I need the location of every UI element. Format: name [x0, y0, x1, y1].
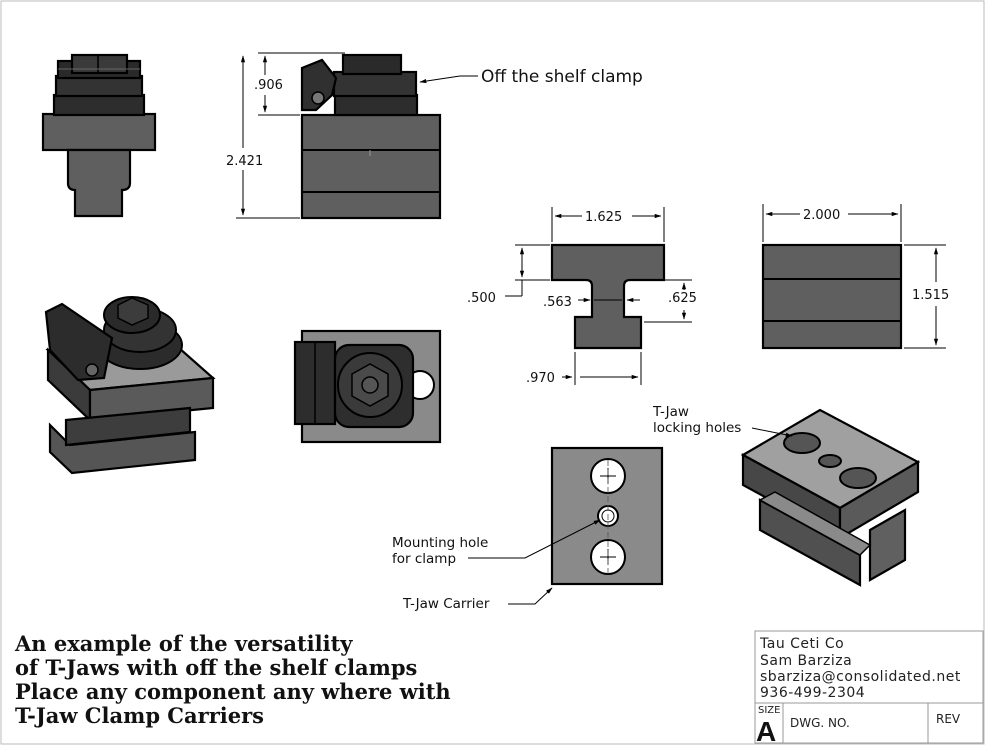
callout-mounting-line1: Mounting hole	[392, 535, 488, 551]
dimension-stem-width: .563	[543, 295, 640, 310]
dimension-overall-height: 2.421	[226, 55, 300, 219]
title-company: Tau Ceti Co	[759, 636, 844, 652]
title-name: Sam Barziza	[760, 653, 852, 669]
dimension-base-width: .970	[526, 352, 642, 386]
callout-locking-holes-line1: T-Jaw	[652, 404, 689, 420]
note-line-2: of T-Jaws with off the shelf clamps	[15, 655, 417, 680]
carrier-side-view	[761, 243, 903, 350]
dim-label-head-thickness: .500	[467, 291, 496, 306]
note-line-3: Place any component any where with	[15, 679, 451, 704]
dim-label-base-width: .970	[526, 371, 555, 386]
dim-label-stem-height: .625	[668, 291, 697, 306]
title-rev-label: REV	[936, 712, 961, 726]
dim-label-tjaw-width: 1.625	[585, 210, 622, 225]
dim-label-carrier-height: 1.515	[912, 288, 949, 303]
title-email: sbarziza@consolidated.net	[760, 669, 961, 685]
carrier-top-view	[550, 446, 664, 586]
dim-label-stem-width: .563	[543, 295, 572, 310]
dimension-clamp-height: .906	[254, 52, 345, 116]
callout-mounting-hole: Mounting hole for clamp	[392, 519, 601, 567]
callout-locking-holes: T-Jaw locking holes	[652, 404, 793, 437]
dim-label-clamp-height: .906	[254, 78, 283, 93]
title-block: Tau Ceti Co Sam Barziza sbarziza@consoli…	[754, 630, 984, 745]
note-line-1: An example of the versatility	[14, 631, 353, 656]
callout-mounting-line2: for clamp	[392, 551, 456, 567]
dimension-carrier-width: 2.000	[762, 204, 902, 242]
top-view-clamp	[293, 329, 442, 444]
tjaw-front-view	[550, 243, 666, 350]
notes-block: An example of the versatility of T-Jaws …	[14, 631, 451, 728]
dim-label-carrier-width: 2.000	[803, 208, 840, 223]
dimension-head-thickness: .500	[467, 244, 550, 306]
dimension-stem-height: .625	[644, 279, 697, 323]
isometric-view-clamp	[44, 296, 216, 475]
title-phone: 936-499-2304	[760, 685, 865, 701]
title-dwg-label: DWG. NO.	[790, 716, 850, 730]
side-view-clamp	[300, 53, 442, 220]
callout-carrier: T-Jaw Carrier	[402, 587, 553, 612]
isometric-carrier	[740, 408, 921, 587]
title-size-label: SIZE	[758, 705, 780, 716]
note-line-4: T-Jaw Clamp Carriers	[15, 703, 264, 728]
callout-carrier-label: T-Jaw Carrier	[402, 596, 490, 612]
callout-clamp: Off the shelf clamp	[419, 67, 643, 87]
title-size-value: A	[756, 716, 776, 745]
callout-clamp-label: Off the shelf clamp	[481, 67, 643, 87]
dim-label-overall-height: 2.421	[226, 154, 263, 169]
dimension-carrier-height: 1.515	[904, 244, 949, 349]
callout-locking-holes-line2: locking holes	[653, 420, 741, 436]
dimension-tjaw-width: 1.625	[551, 207, 665, 242]
front-view-clamp	[41, 53, 157, 218]
